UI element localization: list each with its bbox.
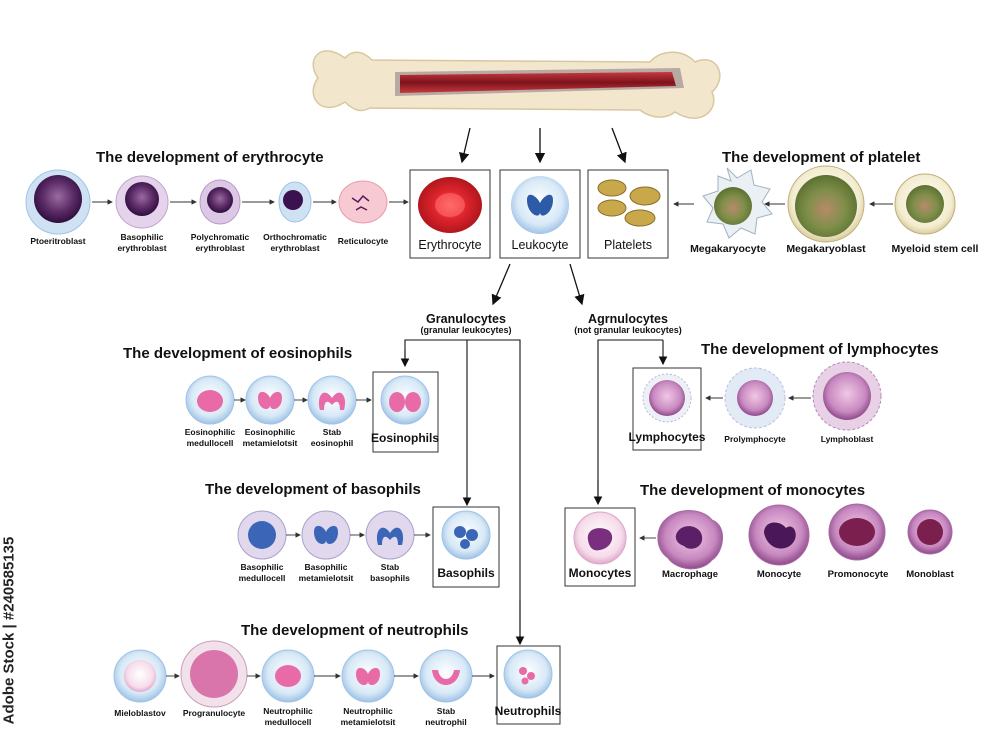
cell-orthochromatic-erythroblast xyxy=(278,181,312,223)
label-prolymphocyte: Prolymphocyte xyxy=(724,434,786,444)
label-polychromatic-erythroblast-1: Polychromatic xyxy=(191,232,250,242)
label-basophils-box: Basophils xyxy=(437,566,495,580)
heading-neutrophils: The development of neutrophils xyxy=(241,622,469,639)
cell-basophilic-metamielotsit xyxy=(301,510,351,560)
label-reticulocyte: Reticulocyte xyxy=(338,236,389,246)
heading-platelet: The development of platelet xyxy=(722,149,920,166)
box-leukocyte: Leukocyte xyxy=(499,169,581,259)
cell-basophilic-medullocell xyxy=(237,510,287,560)
cell-stab-neutrophil xyxy=(419,649,473,703)
label-baso-c3b: basophils xyxy=(370,573,410,583)
label-platelets-box: Platelets xyxy=(604,238,652,252)
heading-erythrocyte: The development of erythrocyte xyxy=(96,149,324,166)
cell-stab-basophils xyxy=(365,510,415,560)
label-orthochromatic-erythroblast-2: erythroblast xyxy=(270,243,319,253)
label-promonocyte: Promonocyte xyxy=(828,569,889,580)
label-eosin-c2b: metamielotsit xyxy=(243,438,298,448)
label-neutro-c4a: Neutrophilic xyxy=(343,706,393,716)
label-neutro-c5b: neutrophil xyxy=(425,717,467,727)
heading-lymphocytes: The development of lymphocytes xyxy=(701,341,939,358)
label-macrophage: Macrophage xyxy=(662,569,718,580)
cell-stab-eosinophil xyxy=(307,375,357,425)
label-myeloid-stem-cell: Myeloid stem cell xyxy=(892,243,979,255)
heading-eosinophils: The development of eosinophils xyxy=(123,345,352,362)
box-monocytes: Monocytes xyxy=(564,507,636,587)
label-baso-c2a: Basophilic xyxy=(305,562,348,572)
box-eosinophils: Eosinophils xyxy=(371,371,439,453)
box-lymphocytes: Lymphocytes xyxy=(629,367,706,451)
cell-monoblast xyxy=(907,509,953,555)
label-baso-c1a: Basophilic xyxy=(241,562,284,572)
label-neutro-c5a: Stab xyxy=(437,706,455,716)
label-eosinophils-box: Eosinophils xyxy=(371,431,439,445)
label-megakaryocyte: Megakaryocyte xyxy=(690,243,766,255)
label-baso-c1b: medullocell xyxy=(239,573,286,583)
label-lymphocytes-box: Lymphocytes xyxy=(629,430,706,444)
label-monocytes-box: Monocytes xyxy=(569,566,632,580)
cell-promonocyte xyxy=(828,503,886,561)
cell-progranulocyte xyxy=(180,640,248,708)
cell-polychromatic-erythroblast xyxy=(199,179,241,225)
label-eosin-c1b: medullocell xyxy=(187,438,234,448)
heading-basophils: The development of basophils xyxy=(205,481,421,498)
cell-lymphoblast xyxy=(812,361,882,431)
cell-reticulocyte xyxy=(338,180,388,224)
cell-monocyte xyxy=(748,504,810,566)
cell-macrophage xyxy=(657,510,723,570)
label-monoblast: Monoblast xyxy=(906,569,954,580)
label-orthochromatic-erythroblast-1: Orthochromatic xyxy=(263,232,327,242)
label-neutrophils-box: Neutrophils xyxy=(495,704,562,718)
label-progranulocyte: Progranulocyte xyxy=(183,708,246,718)
cell-megakaryocyte xyxy=(702,167,773,239)
label-eosin-c1a: Eosinophilic xyxy=(185,427,236,437)
box-neutrophils: Neutrophils xyxy=(495,645,562,725)
label-megakaryoblast: Megakaryoblast xyxy=(786,243,866,255)
label-leukocyte-box: Leukocyte xyxy=(512,238,569,252)
box-platelets: Platelets xyxy=(587,169,669,259)
label-neutro-c3a: Neutrophilic xyxy=(263,706,313,716)
label-eosin-c3a: Stab xyxy=(323,427,341,437)
cell-ptoeritroblast xyxy=(25,169,91,235)
cell-basophilic-erythroblast xyxy=(115,175,169,229)
cell-neutrophilic-medullocell xyxy=(261,649,315,703)
watermark-label: Adobe Stock | #240585135 xyxy=(0,536,18,725)
label-eosin-c3b: eosinophil xyxy=(311,438,354,448)
heading-monocytes: The development of monocytes xyxy=(640,482,865,499)
label-eosin-c2a: Eosinophilic xyxy=(245,427,296,437)
cell-megakaryoblast xyxy=(787,165,865,243)
label-granulocytes: Granulocytes xyxy=(426,312,506,326)
label-granulocytes-sub: (granular leukocytes) xyxy=(420,325,511,335)
label-basophilic-erythroblast-1: Basophilic xyxy=(121,232,164,242)
cell-mieloblastov xyxy=(113,649,167,703)
bone-illustration xyxy=(312,50,721,119)
label-baso-c3a: Stab xyxy=(381,562,399,572)
label-erythrocyte-box: Erythrocyte xyxy=(418,238,481,252)
cell-prolymphocyte xyxy=(724,367,786,429)
label-ptoeritroblast: Ptoeritroblast xyxy=(30,236,85,246)
box-erythrocyte: Erythrocyte xyxy=(409,169,491,259)
label-monocyte: Monocyte xyxy=(757,569,801,580)
label-mieloblastov: Mieloblastov xyxy=(114,708,166,718)
label-lymphoblast: Lymphoblast xyxy=(821,434,874,444)
label-baso-c2b: metamielotsit xyxy=(299,573,354,583)
cell-eosinophilic-metamielotsit xyxy=(245,375,295,425)
box-basophils: Basophils xyxy=(432,506,500,588)
cell-myeloid-stem xyxy=(894,173,956,235)
cell-neutrophilic-metamielotsit xyxy=(341,649,395,703)
label-agranulocytes-sub: (not granular leukocytes) xyxy=(574,325,682,335)
cell-eosinophilic-medullocell xyxy=(185,375,235,425)
label-neutro-c4b: metamielotsit xyxy=(341,717,396,727)
label-basophilic-erythroblast-2: erythroblast xyxy=(117,243,166,253)
label-neutro-c3b: medullocell xyxy=(265,717,312,727)
label-agranulocytes: Agrnulocytes xyxy=(588,312,668,326)
label-polychromatic-erythroblast-2: erythroblast xyxy=(195,243,244,253)
